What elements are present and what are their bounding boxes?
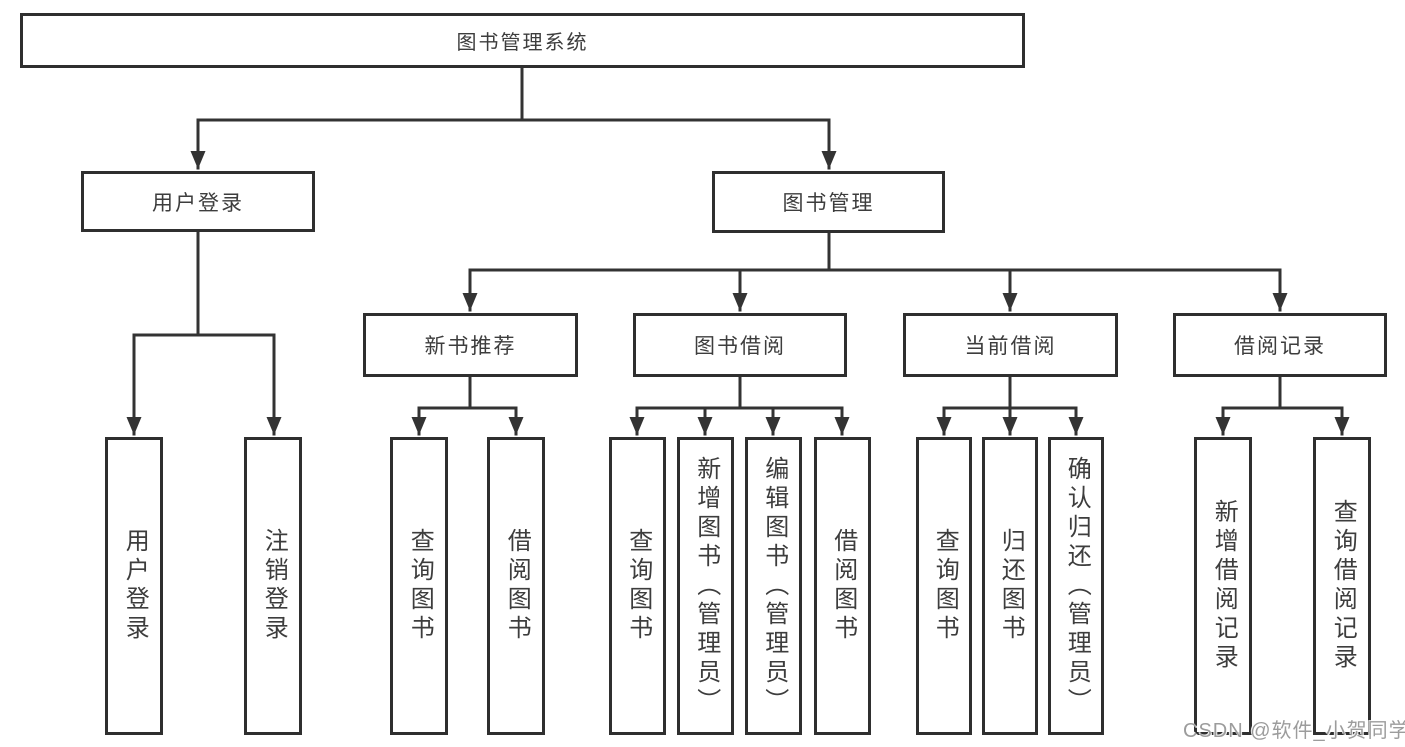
node-current-borrowing: 当前借阅: [903, 313, 1118, 377]
leaf-query-books-recommend-label: 查询图书: [406, 528, 434, 644]
node-new-book-recommendation: 新书推荐: [363, 313, 578, 377]
leaf-add-book-admin: 新增图书（管理员）: [677, 437, 734, 735]
leaf-confirm-return-admin: 确认归还（管理员）: [1048, 437, 1104, 735]
leaf-edit-book-admin-label: 编辑图书（管理员）: [760, 455, 788, 717]
node-borrowing-records: 借阅记录: [1173, 313, 1387, 377]
leaf-query-books-recommend: 查询图书: [390, 437, 448, 735]
leaf-return-book: 归还图书: [982, 437, 1038, 735]
leaf-borrow-books-borrowing-label: 借阅图书: [829, 528, 857, 644]
leaf-query-books-borrowing-label: 查询图书: [624, 528, 652, 644]
leaf-return-book-label: 归还图书: [997, 528, 1025, 644]
leaf-query-books-current-label: 查询图书: [931, 528, 959, 644]
leaf-user-login: 用户登录: [105, 437, 163, 735]
leaf-query-borrow-record-label: 查询借阅记录: [1329, 499, 1357, 673]
leaf-logout: 注销登录: [244, 437, 302, 735]
csdn-watermark: CSDN @软件_小贺同学: [1183, 720, 1405, 742]
leaf-add-borrow-record: 新增借阅记录: [1194, 437, 1252, 735]
leaf-user-login-label: 用户登录: [121, 528, 149, 644]
leaf-query-borrow-record: 查询借阅记录: [1313, 437, 1371, 735]
leaf-edit-book-admin: 编辑图书（管理员）: [745, 437, 802, 735]
node-library-management-system: 图书管理系统: [20, 13, 1025, 68]
node-book-management: 图书管理: [712, 171, 945, 233]
leaf-add-book-admin-label: 新增图书（管理员）: [692, 455, 720, 717]
leaf-borrow-books-recommend-label: 借阅图书: [503, 528, 531, 644]
leaf-confirm-return-admin-label: 确认归还（管理员）: [1063, 455, 1091, 717]
node-user-login: 用户登录: [81, 171, 315, 232]
leaf-borrow-books-borrowing: 借阅图书: [814, 437, 871, 735]
leaf-query-books-borrowing: 查询图书: [609, 437, 666, 735]
leaf-logout-label: 注销登录: [260, 528, 288, 644]
node-book-borrowing: 图书借阅: [633, 313, 847, 377]
leaf-add-borrow-record-label: 新增借阅记录: [1210, 499, 1238, 673]
leaf-borrow-books-recommend: 借阅图书: [487, 437, 545, 735]
leaf-query-books-current: 查询图书: [916, 437, 972, 735]
